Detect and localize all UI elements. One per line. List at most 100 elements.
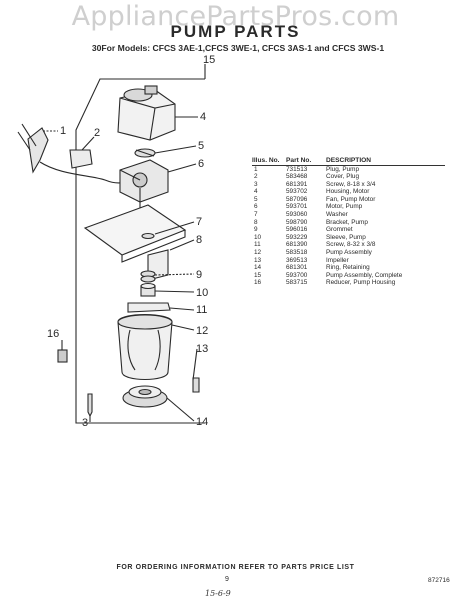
grommet-part — [140, 270, 156, 283]
part-no-cell: 593702 — [286, 188, 308, 196]
illus-cell: 5 — [254, 195, 258, 203]
description-cell: Impeller — [326, 256, 349, 264]
table-row: 10 593229 Sleeve, Pump — [252, 234, 445, 242]
description-cell: Housing, Motor — [326, 188, 370, 196]
illus-cell: 3 — [254, 180, 258, 188]
description-cell: Cover, Plug — [326, 173, 360, 181]
callout-16: 16 — [47, 328, 59, 340]
description-cell: Reducer, Pump Housing — [326, 279, 396, 287]
callout-5: 5 — [198, 140, 204, 152]
assembly-outline — [75, 78, 205, 424]
illus-cell: 10 — [254, 233, 262, 241]
description-cell: Pump Assembly, Complete — [326, 271, 403, 279]
reference-code: 872716 — [428, 577, 450, 584]
table-row: 2 583468 Cover, Plug — [252, 173, 445, 181]
table-row: 16 583715 Reducer, Pump Housing — [252, 279, 445, 287]
callout-9: 9 — [196, 269, 202, 281]
impeller-part — [122, 385, 168, 408]
bottom-screw-part — [87, 393, 93, 418]
callout-12: 12 — [196, 325, 208, 337]
callout-13: 13 — [196, 343, 208, 355]
plug-cover-part — [69, 149, 93, 169]
part-no-cell: 593060 — [286, 211, 308, 219]
callout-1: 1 — [60, 125, 66, 137]
handwritten-note: 15-6-9 — [205, 589, 231, 598]
part-no-cell: 598790 — [286, 218, 308, 226]
callout-11: 11 — [196, 304, 207, 316]
table-row: 8 598790 Bracket, Pump — [252, 219, 445, 227]
part-no-cell: 596016 — [286, 226, 308, 234]
ordering-footer: FOR ORDERING INFORMATION REFER TO PARTS … — [116, 564, 355, 571]
illus-cell: 2 — [254, 173, 258, 181]
illus-cell: 1 — [254, 165, 258, 173]
part-no-cell: 583468 — [286, 173, 308, 181]
table-row: 6 593701 Motor, Pump — [252, 203, 445, 211]
table-row: 4 593702 Housing, Motor — [252, 188, 445, 196]
part-no-cell: 593229 — [286, 233, 308, 241]
illus-cell: 4 — [254, 188, 258, 196]
screw-part — [127, 302, 171, 313]
bracket-part — [83, 204, 187, 281]
description-cell: Washer — [326, 211, 348, 219]
header-description: DESCRIPTION — [326, 157, 445, 166]
description-cell: Ring, Retaining — [326, 264, 370, 272]
callout-14: 14 — [196, 416, 208, 428]
callout-10: 10 — [196, 287, 208, 299]
illus-cell: 7 — [254, 211, 258, 219]
description-cell: Fan, Pump Motor — [326, 195, 376, 203]
models-subtitle: 30For Models: CFCS 3AE-1,CFCS 3WE-1, CFC… — [91, 43, 385, 53]
page-number: 9 — [225, 576, 229, 583]
table-row: 11 681390 Screw, 8-32 x 3/8 — [252, 241, 445, 249]
table-row: 7 593060 Washer — [252, 211, 445, 219]
part-no-cell: 583715 — [286, 279, 308, 287]
part-no-cell: 587096 — [286, 195, 308, 203]
description-cell: Sleeve, Pump — [326, 233, 366, 241]
callout-3: 3 — [82, 417, 88, 429]
part-no-cell: 583518 — [286, 249, 308, 257]
washer-part — [141, 232, 155, 240]
callout-15: 15 — [203, 54, 215, 66]
pump-assembly-part — [117, 314, 173, 380]
fan-part — [134, 148, 156, 158]
reducer-part — [57, 349, 68, 363]
motor-part — [119, 159, 169, 220]
table-row: 13 369513 Impeller — [252, 257, 445, 265]
part-no-cell: 731513 — [286, 165, 308, 173]
description-cell: Bracket, Pump — [326, 218, 368, 226]
callout-4: 4 — [200, 111, 206, 123]
illus-cell: 15 — [254, 271, 262, 279]
part-no-cell: 593701 — [286, 203, 308, 211]
illus-cell: 9 — [254, 226, 258, 234]
header-illus-no: Illus. No. — [252, 157, 286, 166]
illus-cell: 11 — [254, 241, 261, 249]
part-no-cell: 681301 — [286, 264, 308, 272]
page-title: PUMP PARTS — [170, 22, 301, 41]
description-cell: Screw, 8-32 x 3/8 — [326, 241, 376, 249]
illus-cell: 16 — [254, 279, 262, 287]
description-cell: Pump Assembly — [326, 249, 372, 257]
description-cell: Plug, Pump — [326, 165, 360, 173]
table-row: 5 587096 Fan, Pump Motor — [252, 196, 445, 204]
illus-cell: 13 — [254, 256, 262, 264]
callout-6: 6 — [198, 158, 204, 170]
header-part-no: Part No. — [286, 157, 326, 166]
illus-cell: 6 — [254, 203, 258, 211]
description-cell: Motor, Pump — [326, 203, 363, 211]
illus-cell: 12 — [254, 249, 262, 257]
part-no-cell: 681390 — [286, 241, 308, 249]
callout-7: 7 — [196, 216, 202, 228]
table-header-row: Illus. No. Part No. DESCRIPTION — [252, 157, 445, 166]
motor-housing-part — [117, 85, 176, 141]
illus-cell: 8 — [254, 218, 258, 226]
exploded-parts-diagram: 15 4 1 2 5 6 7 8 9 10 11 12 13 14 16 3 — [17, 54, 215, 429]
part-no-cell: 369513 — [286, 256, 308, 264]
table-row: 12 583518 Pump Assembly — [252, 249, 445, 257]
callout-2: 2 — [94, 127, 100, 139]
sleeve-part — [140, 282, 156, 297]
